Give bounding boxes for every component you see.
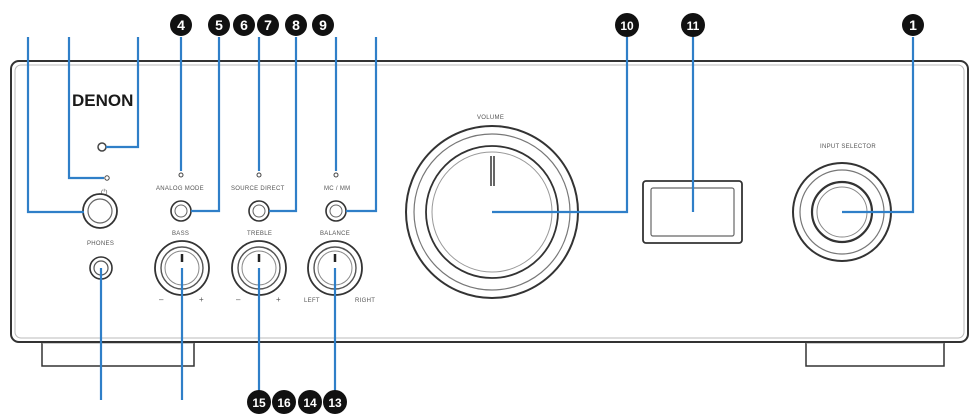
callout-13-text: 13 <box>328 396 342 410</box>
left-foot <box>41 339 195 367</box>
volume-label: VOLUME <box>477 115 504 121</box>
callout-5: 5 <box>208 14 230 36</box>
input-selector-label: INPUT SELECTOR <box>820 144 876 150</box>
balance-label: BALANCE <box>320 231 350 237</box>
callout-16: 16 <box>272 390 296 414</box>
callout-4: 4 <box>170 14 192 36</box>
callout-15: 15 <box>247 390 271 414</box>
front-panel-inner-edge <box>14 64 965 339</box>
callout-1: 1 <box>902 14 924 36</box>
leader-lines <box>26 37 915 400</box>
brand-logo: DENON <box>72 91 133 110</box>
source-direct-indicator-dot <box>256 172 262 178</box>
mc-mm-button[interactable] <box>325 200 347 222</box>
bass-minus-label: – <box>159 295 164 304</box>
balance-left-label: LEFT <box>304 298 320 304</box>
callout-9: 9 <box>312 14 334 36</box>
callout-7-text: 7 <box>264 17 272 33</box>
mc-mm-label: MC / MM <box>324 186 350 192</box>
phones-label: PHONES <box>87 241 114 247</box>
source-direct-label: SOURCE DIRECT <box>231 186 285 192</box>
callout-8-text: 8 <box>292 17 300 33</box>
callout-13: 13 <box>323 390 347 414</box>
callout-14-text: 14 <box>303 396 317 410</box>
callout-11: 11 <box>681 13 705 37</box>
treble-plus-label: + <box>276 295 281 304</box>
power-symbol-icon: ⏻ <box>101 188 108 197</box>
bass-plus-label: + <box>199 295 204 304</box>
callout-5-text: 5 <box>215 17 223 33</box>
bass-label: BASS <box>172 231 189 237</box>
callout-4-text: 4 <box>177 17 185 33</box>
callout-8: 8 <box>285 14 307 36</box>
callout-10-text: 10 <box>620 19 634 33</box>
analog-mode-label: ANALOG MODE <box>156 186 204 192</box>
callout-16-text: 16 <box>277 396 291 410</box>
callout-1-text: 1 <box>909 17 917 33</box>
callout-6-text: 6 <box>240 17 248 33</box>
power-indicator-dot <box>104 175 110 181</box>
callout-9-text: 9 <box>319 17 327 33</box>
callout-14: 14 <box>298 390 322 414</box>
balance-right-label: RIGHT <box>355 298 375 304</box>
mc-mm-indicator-dot <box>333 172 339 178</box>
right-foot <box>805 339 945 367</box>
callout-11-text: 11 <box>687 19 700 33</box>
callout-7: 7 <box>257 14 279 36</box>
callout-10: 10 <box>615 13 639 37</box>
treble-minus-label: – <box>236 295 241 304</box>
power-button[interactable] <box>82 193 118 229</box>
status-indicator <box>97 142 107 152</box>
source-direct-button[interactable] <box>248 200 270 222</box>
callout-6: 6 <box>233 14 255 36</box>
analog-mode-indicator-dot <box>178 172 184 178</box>
analog-mode-button[interactable] <box>170 200 192 222</box>
callout-15-text: 15 <box>252 396 266 410</box>
treble-label: TREBLE <box>247 231 272 237</box>
